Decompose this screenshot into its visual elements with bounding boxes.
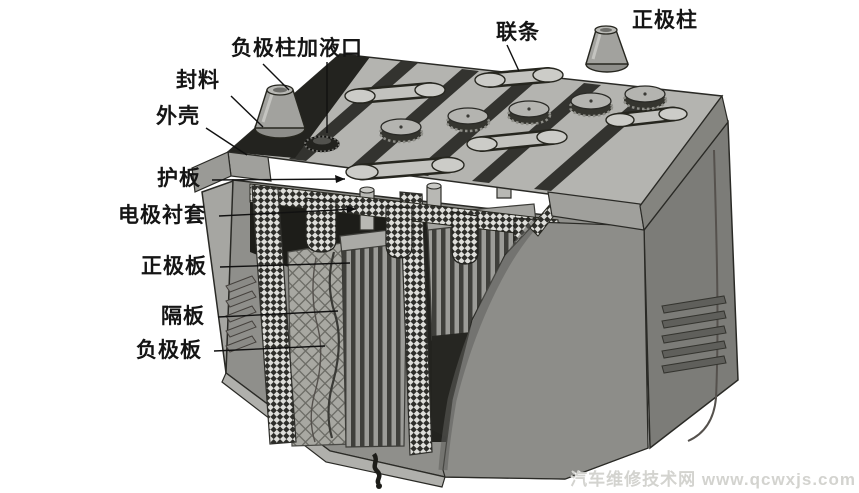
lid-left-end	[191, 151, 232, 193]
right-grip-ribs	[661, 295, 727, 374]
label-negative-post-filler-port: 负极柱加液口	[231, 36, 363, 60]
vent-cap	[622, 85, 668, 111]
leader-positive-plate	[219, 262, 351, 268]
leader-sealing-compound	[230, 95, 264, 128]
vent-cap	[445, 107, 491, 133]
label-negative-post: 负极柱	[231, 36, 297, 60]
leader-negative-post	[262, 63, 290, 91]
label-sealing-compound: 封料	[176, 68, 220, 92]
strap-b	[474, 67, 564, 88]
cutaway-interior	[249, 156, 649, 489]
bottom-sediment-dot	[376, 483, 382, 489]
strap-a	[344, 82, 446, 104]
filler-port-cap	[304, 135, 340, 153]
strap-c	[466, 129, 568, 152]
label-positive-post: 正极柱	[632, 8, 698, 32]
leader-guard-plate	[211, 178, 346, 181]
leader-lines	[205, 44, 520, 352]
strap-e	[605, 106, 688, 128]
connector-straps	[344, 67, 688, 181]
lid-right-skirt	[639, 94, 729, 232]
leader-case-shell	[205, 127, 248, 156]
vent-cap	[378, 118, 424, 144]
separator-torn-edge	[327, 251, 340, 439]
leader-arrowhead	[346, 205, 356, 213]
vent-caps	[304, 85, 668, 153]
leader-connector-strap	[506, 44, 520, 72]
label-case-shell: 外壳	[156, 104, 200, 128]
label-positive-plate: 正极板	[141, 254, 207, 278]
strap-d	[345, 156, 465, 181]
leader-electrode-bushing	[218, 208, 357, 217]
watermark: 汽车维修技术网 www.qcwxjs.com	[570, 470, 856, 489]
label-electrode-bushing: 电极衬套	[118, 203, 206, 227]
label-filler-port: 加液口	[297, 36, 363, 60]
positive-terminal-post	[585, 25, 629, 73]
partition-cut-edge	[399, 191, 433, 456]
leader-separator	[217, 310, 339, 318]
vent-cap	[568, 92, 614, 118]
label-guard-plate: 护板	[157, 166, 201, 190]
label-connector-strap: 联条	[496, 20, 540, 44]
label-separator: 隔板	[161, 304, 205, 328]
case-bottom-rim	[221, 372, 446, 488]
leader-negative-plate	[213, 345, 326, 352]
plate-stack-1	[341, 242, 408, 448]
leader-arrowhead	[335, 175, 345, 183]
vent-cap	[506, 100, 552, 126]
wall-cut-edge	[251, 185, 297, 445]
label-negative-plate: 负极板	[136, 338, 202, 362]
bottom-sediment	[371, 452, 382, 486]
lid-front-skirt-left	[227, 151, 272, 182]
plate-torn-edge	[310, 257, 322, 443]
left-grip-ribs	[225, 275, 257, 353]
